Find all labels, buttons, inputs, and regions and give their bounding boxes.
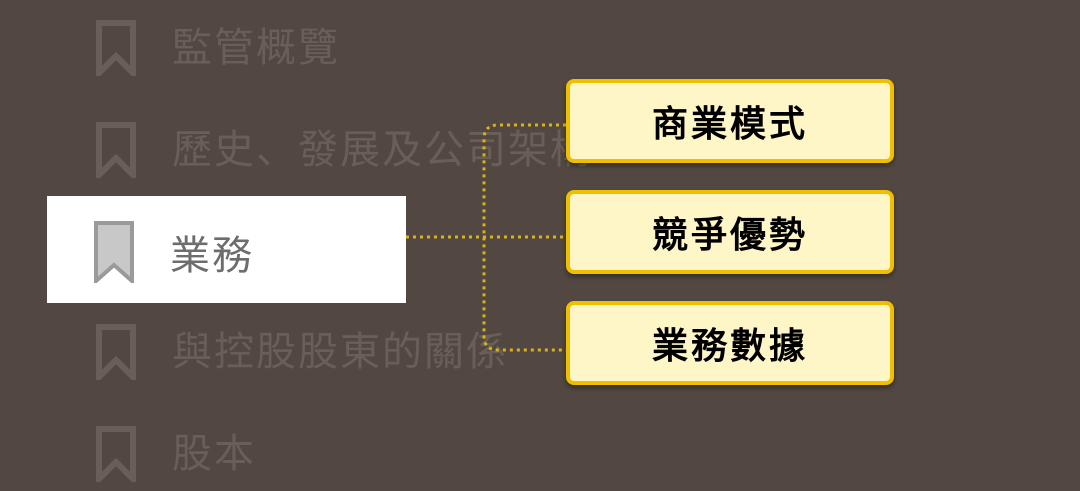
callout-competitive-strengths[interactable]: 競爭優勢 (566, 190, 894, 274)
callout-business-data[interactable]: 業務數據 (566, 301, 894, 385)
nav-item-business[interactable]: 業務 (94, 220, 254, 284)
nav-item-history[interactable]: 歷史、發展及公司架構 (96, 120, 592, 180)
nav-item-controlling-shareholders[interactable]: 與控股股東的關係 (96, 322, 508, 382)
callout-label: 競爭優勢 (651, 215, 808, 256)
nav-item-share-capital[interactable]: 股本 (96, 424, 256, 484)
bookmark-icon (96, 426, 136, 482)
nav-item-regulatory-overview[interactable]: 監管概覽 (96, 18, 340, 78)
bookmark-icon (96, 20, 136, 76)
bookmark-icon (94, 221, 134, 283)
callout-label: 業務數據 (651, 326, 808, 367)
nav-item-label: 業務 (170, 233, 254, 279)
bookmark-icon (96, 324, 136, 380)
bookmark-icon (96, 122, 136, 178)
nav-item-label: 監管概覽 (172, 25, 340, 71)
nav-item-label: 歷史、發展及公司架構 (172, 127, 592, 173)
callout-label: 商業模式 (651, 104, 808, 145)
nav-item-label: 與控股股東的關係 (172, 329, 508, 375)
callout-business-model[interactable]: 商業模式 (566, 79, 894, 163)
nav-item-label: 股本 (172, 431, 256, 477)
